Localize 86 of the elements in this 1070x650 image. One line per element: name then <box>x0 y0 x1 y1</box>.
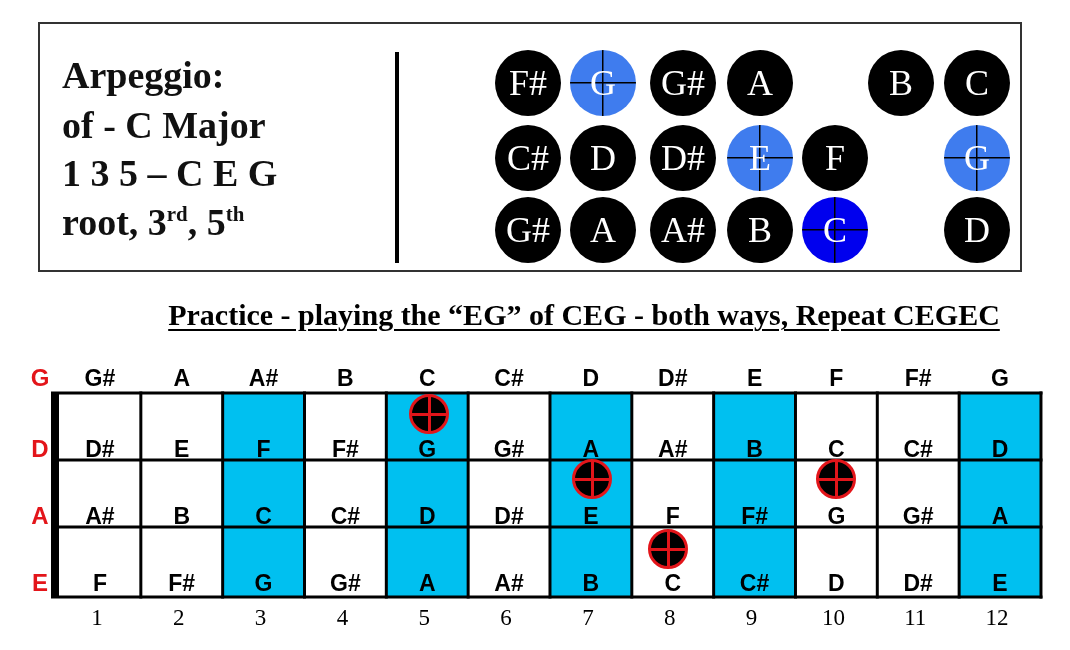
string-name: G <box>30 364 50 392</box>
note-circle: A# <box>650 197 716 263</box>
note-name: C <box>828 435 845 463</box>
note-circle: B <box>868 50 934 116</box>
note-name: A# <box>85 502 115 530</box>
note-name: B <box>173 502 191 530</box>
note-name: F# <box>904 364 932 392</box>
string-name: A <box>31 502 49 530</box>
fret-number: 1 <box>91 605 103 631</box>
note-name: B <box>582 569 600 597</box>
note-name: A <box>991 502 1009 530</box>
note-name: B <box>746 435 763 463</box>
note-circle: A <box>727 50 793 116</box>
note-name: E <box>174 435 190 463</box>
note-name: C <box>664 569 682 597</box>
note-name: G# <box>493 435 525 463</box>
note-circle: A <box>570 197 636 263</box>
note-circle: D# <box>650 125 716 191</box>
note-name: A <box>173 364 191 392</box>
note-name: G <box>827 502 846 530</box>
note-name: G <box>418 435 437 463</box>
section-heading: Practice - playing the “EG” of CEG - both ways, Repeat CEGEC <box>168 298 1000 332</box>
string-name: E <box>32 569 48 597</box>
chord-name: of - C Major <box>62 103 266 148</box>
note-name: A# <box>494 569 524 597</box>
note-circle: B <box>727 197 793 263</box>
note-name: B <box>337 364 354 392</box>
fret-number: 6 <box>500 605 512 631</box>
note-name: F <box>665 502 680 530</box>
note-circle: D <box>944 197 1010 263</box>
fret-number: 3 <box>254 605 267 631</box>
note-name: G# <box>84 364 116 392</box>
note-name: G <box>254 569 273 597</box>
info-panel <box>38 22 1022 272</box>
note-name: C <box>418 364 436 392</box>
fret-number: 7 <box>582 605 594 631</box>
note-name: G# <box>902 502 934 530</box>
note-circle: G# <box>650 50 716 116</box>
marker-icon <box>816 459 856 499</box>
note-name: F <box>829 364 844 392</box>
fret-number: 10 <box>821 605 845 631</box>
note-name: A# <box>248 364 279 392</box>
degree-names: root, 3$^{rd}$, 5$^{th}$ <box>62 200 245 245</box>
note-name: A <box>582 435 600 463</box>
note-name: A# <box>658 435 688 463</box>
note-name: C# <box>903 435 933 463</box>
note-circle: C# <box>495 125 561 191</box>
note-name: E <box>583 502 599 530</box>
note-name: E <box>992 569 1008 597</box>
note-name: D <box>991 435 1009 463</box>
note-name: A <box>418 569 436 597</box>
note-name: G# <box>330 569 361 597</box>
fret-number: 4 <box>336 605 349 631</box>
note-name: C# <box>330 502 361 530</box>
note-circle: D <box>570 125 636 191</box>
arpeggio-heading: Arpeggio: <box>62 53 225 98</box>
note-circle: F# <box>495 50 561 116</box>
marker-icon <box>648 529 688 569</box>
note-name: F <box>256 435 271 463</box>
fret-number: 11 <box>904 605 927 631</box>
scale-degrees: 1 3 5 – C E G <box>62 151 278 196</box>
note-name: D# <box>903 569 933 597</box>
note-name: C# <box>494 364 524 392</box>
fret-number: 5 <box>418 605 430 631</box>
note-circle: G# <box>495 197 561 263</box>
note-name: F <box>92 569 107 597</box>
fret-number: 12 <box>985 605 1009 631</box>
note-name: D# <box>85 435 115 463</box>
note-name: F# <box>168 569 196 597</box>
string-name: D <box>31 435 49 463</box>
fret-number: 9 <box>745 605 758 631</box>
note-name: E <box>746 364 763 392</box>
note-name: G <box>991 364 1009 392</box>
note-name: F# <box>331 435 359 463</box>
fret-number: 2 <box>173 605 185 631</box>
note-name: D <box>418 502 436 530</box>
fret-number: 8 <box>663 605 676 631</box>
note-name: C <box>255 502 272 530</box>
note-circle: C <box>944 50 1010 116</box>
note-name: D <box>828 569 845 597</box>
note-circle: F <box>802 125 868 191</box>
note-name: C# <box>739 569 770 597</box>
note-name: F# <box>741 502 768 530</box>
note-name: D# <box>494 502 524 530</box>
note-name: D# <box>658 364 688 392</box>
note-name: D <box>582 364 600 392</box>
